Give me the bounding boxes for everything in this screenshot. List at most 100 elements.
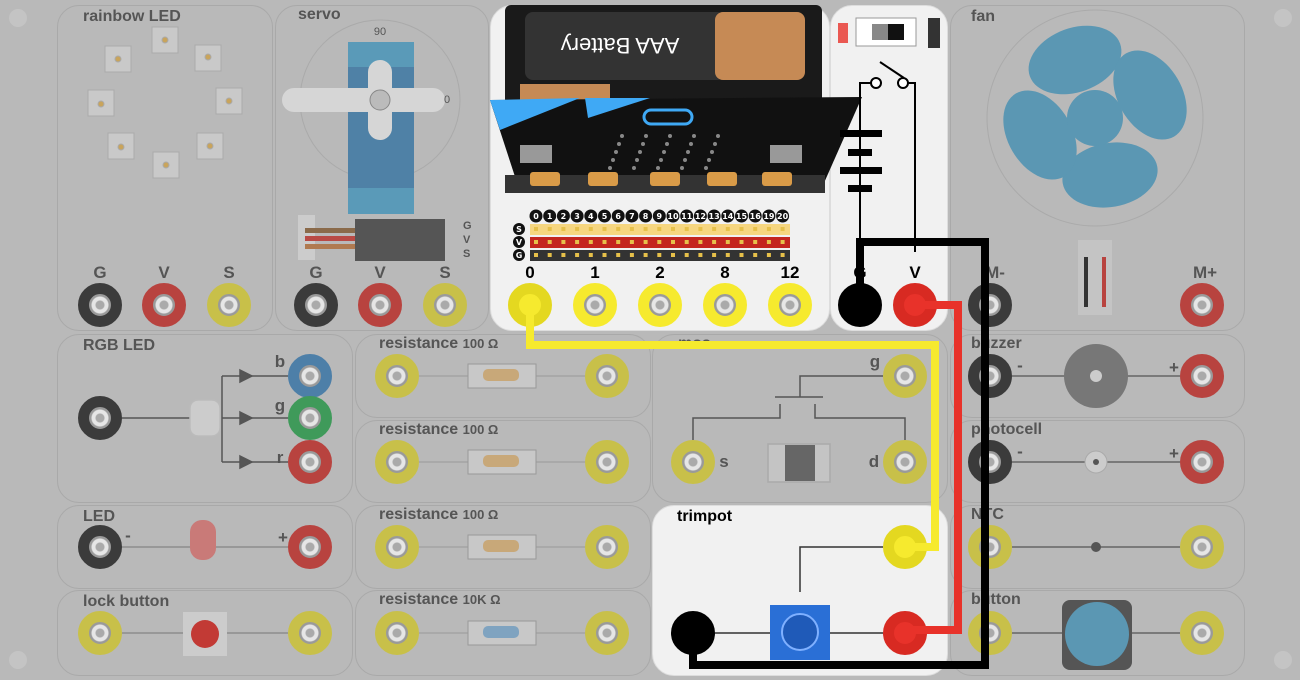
header-socket[interactable]: [602, 227, 607, 231]
terminal-power-g[interactable]: [838, 283, 882, 327]
terminal-pin-1[interactable]: [573, 283, 617, 327]
header-socket[interactable]: [766, 240, 771, 244]
header-socket[interactable]: [698, 227, 703, 231]
terminal-ntc[interactable]: [968, 525, 1012, 569]
terminal-led-minus[interactable]: [78, 525, 122, 569]
terminal-trimpot-g[interactable]: [671, 611, 715, 655]
header-socket[interactable]: [739, 253, 744, 257]
terminal-resistor[interactable]: [375, 354, 419, 398]
header-socket[interactable]: [616, 253, 621, 257]
terminal-mos-g[interactable]: [883, 354, 927, 398]
header-socket[interactable]: [753, 240, 758, 244]
header-socket[interactable]: [588, 253, 593, 257]
header-socket[interactable]: [616, 240, 621, 244]
header-socket[interactable]: [643, 227, 648, 231]
header-socket[interactable]: [629, 240, 634, 244]
header-socket[interactable]: [671, 253, 675, 257]
terminal-resistor[interactable]: [585, 611, 629, 655]
header-socket[interactable]: [780, 253, 785, 257]
header-socket[interactable]: [712, 227, 717, 231]
terminal-fan-m-plus[interactable]: [1180, 283, 1224, 327]
terminal-mos-d[interactable]: [883, 440, 927, 484]
header-socket[interactable]: [575, 253, 580, 257]
header-socket[interactable]: [657, 240, 662, 244]
terminal-buzzer-plus[interactable]: [1180, 354, 1224, 398]
terminal-led-plus[interactable]: [288, 525, 332, 569]
header-socket[interactable]: [753, 253, 758, 257]
terminal-button[interactable]: [968, 611, 1012, 655]
terminal-button[interactable]: [1180, 611, 1224, 655]
header-socket[interactable]: [534, 253, 538, 257]
header-socket[interactable]: [561, 227, 566, 231]
terminal-pin-2[interactable]: [638, 283, 682, 327]
header-socket[interactable]: [684, 253, 689, 257]
terminal-v[interactable]: [142, 283, 186, 327]
terminal-rgb-r[interactable]: [288, 440, 332, 484]
terminal-g[interactable]: [294, 283, 338, 327]
header-socket[interactable]: [602, 253, 607, 257]
terminal-trimpot-v[interactable]: [883, 611, 927, 655]
header-socket[interactable]: [657, 227, 662, 231]
terminal-fan-m-minus[interactable]: [968, 283, 1012, 327]
terminal-rgb-b[interactable]: [288, 354, 332, 398]
header-socket[interactable]: [588, 227, 593, 231]
terminal-resistor[interactable]: [375, 611, 419, 655]
terminal-s[interactable]: [207, 283, 251, 327]
header-socket[interactable]: [753, 227, 758, 231]
header-socket[interactable]: [780, 240, 785, 244]
header-socket[interactable]: [739, 227, 744, 231]
terminal-pin-0[interactable]: [508, 283, 552, 327]
header-socket[interactable]: [561, 253, 566, 257]
terminal-mos-s[interactable]: [671, 440, 715, 484]
terminal-resistor[interactable]: [585, 354, 629, 398]
terminal-resistor[interactable]: [585, 525, 629, 569]
terminal-g[interactable]: [78, 283, 122, 327]
header-socket[interactable]: [739, 240, 744, 244]
terminal-rgb-g[interactable]: [288, 396, 332, 440]
terminal-pin-8[interactable]: [703, 283, 747, 327]
header-socket[interactable]: [547, 227, 552, 231]
header-socket[interactable]: [766, 253, 771, 257]
terminal-power-v[interactable]: [893, 283, 937, 327]
header-socket[interactable]: [643, 253, 648, 257]
header-socket[interactable]: [575, 240, 580, 244]
header-socket[interactable]: [671, 240, 675, 244]
header-socket[interactable]: [725, 240, 730, 244]
rainbow-led-module[interactable]: rainbow LED: [57, 5, 273, 331]
header-socket[interactable]: [534, 227, 538, 231]
header-socket[interactable]: [629, 253, 634, 257]
header-socket[interactable]: [712, 253, 717, 257]
terminal-trimpot-signal[interactable]: [883, 525, 927, 569]
terminal-lock-button[interactable]: [288, 611, 332, 655]
header-socket[interactable]: [671, 227, 675, 231]
header-socket[interactable]: [616, 227, 621, 231]
header-socket[interactable]: [575, 227, 580, 231]
terminal-rgb-common[interactable]: [78, 396, 122, 440]
header-socket[interactable]: [780, 227, 785, 231]
header-socket[interactable]: [725, 227, 730, 231]
header-socket[interactable]: [547, 240, 552, 244]
terminal-ntc[interactable]: [1180, 525, 1224, 569]
header-socket[interactable]: [547, 253, 552, 257]
terminal-buzzer-minus[interactable]: [968, 354, 1012, 398]
terminal-photocell-minus[interactable]: [968, 440, 1012, 484]
header-socket[interactable]: [534, 240, 538, 244]
header-socket[interactable]: [643, 240, 648, 244]
header-socket[interactable]: [698, 253, 703, 257]
header-socket[interactable]: [766, 227, 771, 231]
header-socket[interactable]: [629, 227, 634, 231]
header-socket[interactable]: [561, 240, 566, 244]
header-socket[interactable]: [684, 227, 689, 231]
terminal-resistor[interactable]: [375, 525, 419, 569]
header-socket[interactable]: [602, 240, 607, 244]
terminal-photocell-plus[interactable]: [1180, 440, 1224, 484]
header-socket[interactable]: [657, 253, 662, 257]
terminal-s[interactable]: [423, 283, 467, 327]
terminal-lock-button[interactable]: [78, 611, 122, 655]
terminal-v[interactable]: [358, 283, 402, 327]
header-socket[interactable]: [588, 240, 593, 244]
terminal-resistor[interactable]: [375, 440, 419, 484]
terminal-resistor[interactable]: [585, 440, 629, 484]
terminal-pin-12[interactable]: [768, 283, 812, 327]
header-socket[interactable]: [698, 240, 703, 244]
